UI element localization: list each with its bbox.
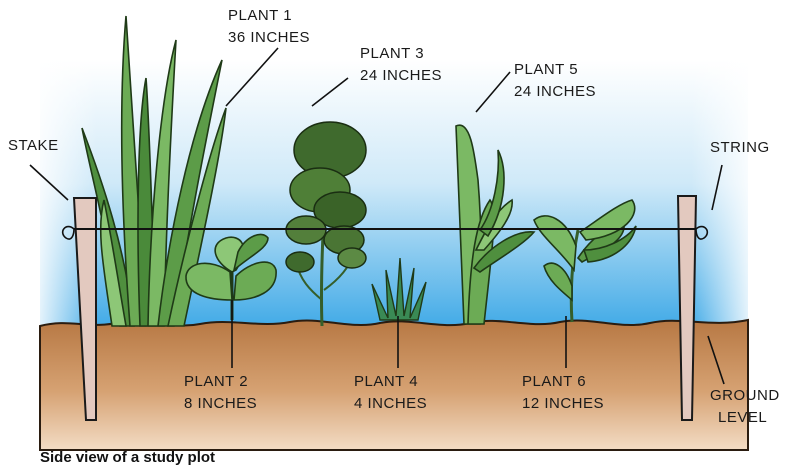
string-label: STRING: [710, 139, 770, 156]
ground-label-line2: LEVEL: [718, 409, 767, 426]
plant-5-height: 24 INCHES: [514, 83, 596, 100]
plant-1-name: PLANT 1: [228, 7, 292, 24]
plant-6-height: 12 INCHES: [522, 395, 604, 412]
plant-2-height: 8 INCHES: [184, 395, 257, 412]
ground-label-line1: GROUND: [710, 387, 780, 404]
plant-1-height: 36 INCHES: [228, 29, 310, 46]
figure-caption: Side view of a study plot: [40, 449, 215, 466]
plant-4-height: 4 INCHES: [354, 395, 427, 412]
plant-6-name: PLANT 6: [522, 373, 586, 390]
plant-3-height: 24 INCHES: [360, 67, 442, 84]
plant-5-name: PLANT 5: [514, 61, 578, 78]
stake-label: STAKE: [8, 137, 59, 154]
plant-4-name: PLANT 4: [354, 373, 418, 390]
plant-3-name: PLANT 3: [360, 45, 424, 62]
plant-2-name: PLANT 2: [184, 373, 248, 390]
